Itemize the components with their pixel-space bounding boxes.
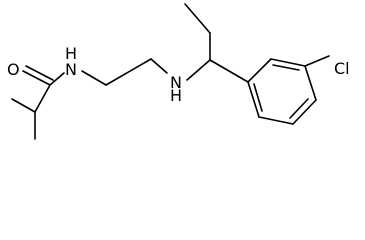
bond-ch-ring [209, 59, 249, 83]
ring-bond-1 [247, 58, 272, 83]
amide-nitrogen-label: N [65, 60, 77, 79]
ring-inner-bond-a [272, 64, 300, 71]
bond-ch2-ch3 [184, 3, 211, 34]
bond-ch-carbonyl [34, 84, 51, 113]
oxygen-atom-label: O [7, 60, 20, 79]
ring-bond-6 [247, 81, 260, 118]
amine-nitrogen-label: N [170, 73, 182, 92]
bond-amide-n-ch2 [81, 70, 107, 86]
amide-hydrogen-label: H [65, 44, 77, 63]
bond-ch2-ch2 [105, 58, 152, 86]
bond-carbonyl-amide-n [49, 72, 65, 86]
chlorophenyl-ring [247, 55, 330, 125]
ring-bond-5 [258, 116, 294, 125]
propyl-group [184, 3, 249, 83]
ring-bond-3 [304, 65, 317, 101]
bond-ch2-amine-n [150, 58, 168, 74]
molecule-structure-diagram: O N H N H Cl [7, 3, 350, 140]
amine-hydrogen-label: H [170, 86, 182, 105]
bond-ch-ch3-upper [11, 98, 36, 113]
ethylene-linker [81, 58, 168, 86]
chlorine-atom-label: Cl [334, 59, 350, 78]
bond-amine-n-ch [186, 59, 211, 81]
ring-inner-bond-c [253, 83, 263, 112]
ring-inner-bond-b [289, 98, 309, 119]
isobutyryl-group [11, 65, 65, 140]
ring-bond-2 [270, 58, 306, 67]
bond-ring-cl [304, 55, 330, 67]
bond-carbonyl-double-a [22, 70, 51, 86]
bond-carbonyl-double-b [25, 65, 54, 81]
ring-bond-4 [292, 99, 317, 125]
